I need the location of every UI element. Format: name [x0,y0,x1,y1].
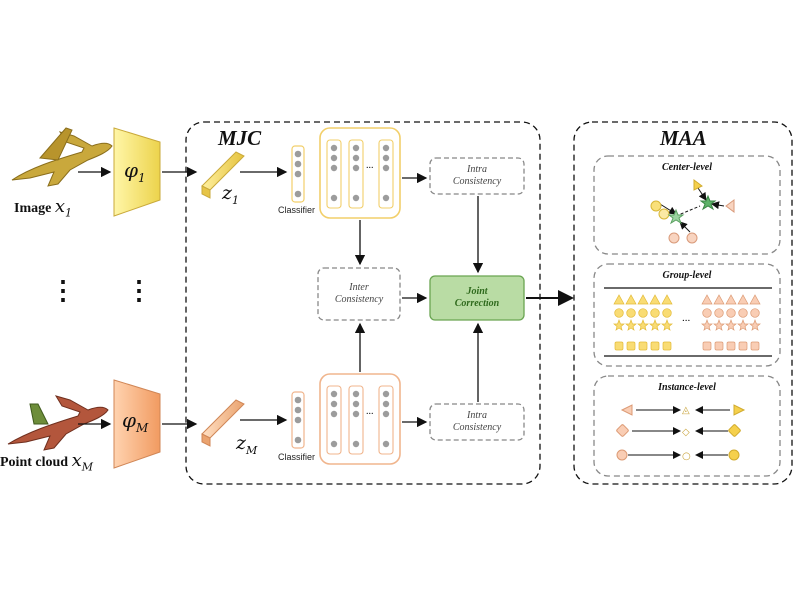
maa-title: MAA [660,126,707,150]
group-level-title: Group-level [662,270,712,281]
classifier-label-bottom: Classifier [278,452,316,462]
input-pointcloud-label: Point cloud xM [0,450,93,474]
encoder-m-shape [113,379,161,469]
group-level-panel [593,263,781,367]
center-level-glyphs [650,179,735,244]
svg-text:◇: ◇ [682,427,690,438]
feature-bar-m [201,399,245,447]
ellipsis-bottom: ... [366,406,374,417]
center-level-panel [593,155,781,255]
intra-consistency-top-box [429,157,525,195]
classifier-column-bottom [291,391,305,449]
svg-text:◬: ◬ [682,405,690,416]
ellipsis-group: ... [682,312,691,324]
encoder-1-shape [113,127,161,217]
encoder-m-label: φM [122,408,149,435]
airplane-image-icon [11,127,113,187]
feature-1-label: z1 [222,182,240,207]
svg-text:○: ○ [682,451,691,462]
vertical-ellipsis-right: ⋮ [126,276,152,305]
classifier-grid-bottom [319,373,401,465]
input-image-label: Image x1 [14,196,72,220]
center-level-title: Center-level [662,162,712,173]
mjc-title: MJC [218,126,262,150]
intra-consistency-bottom-box [429,403,525,441]
maa-frame [573,121,793,485]
feature-m-label: zM [236,432,258,457]
group-level-glyphs [604,287,772,357]
vertical-ellipsis-left: ⋮ [50,276,76,305]
joint-correction-box [429,275,525,321]
instance-level-glyphs: ◬ ◇ ○ [616,404,746,462]
classifier-grid-top [319,127,401,219]
classifier-label-top: Classifier [278,205,316,215]
instance-level-title: Instance-level [658,382,716,393]
encoder-1-label: φ1 [124,158,146,185]
classifier-column-top [291,145,305,203]
airplane-pointcloud-icon [7,395,109,451]
feature-bar-1 [201,151,245,199]
ellipsis-top: ... [366,160,374,171]
inter-consistency-box [317,267,401,321]
